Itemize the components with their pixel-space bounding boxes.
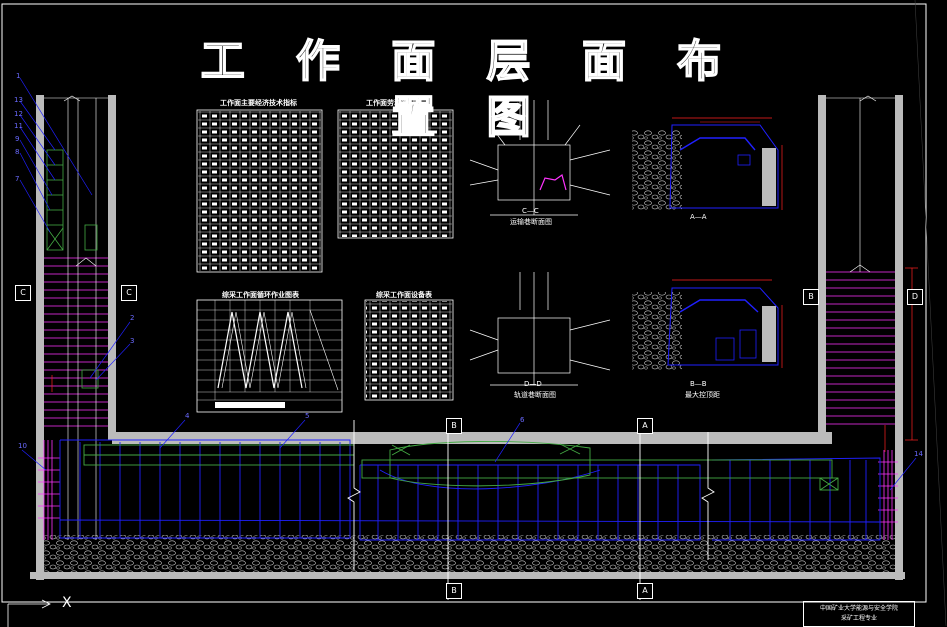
- table3-title: 综采工作面循环作业图表: [222, 291, 299, 299]
- section-cc-drawing: [469, 100, 611, 216]
- section-dd-drawing: [469, 272, 611, 386]
- section-tag-a-bottom: A: [637, 583, 653, 599]
- break-lines: [347, 420, 715, 600]
- right-roadway-lines: [826, 95, 895, 273]
- callout-14: 14: [914, 450, 923, 458]
- title-block: 中国矿业大学能源与安全学院 采矿工程专业: [803, 601, 915, 627]
- section-cc-caption: 运输巷断面图: [510, 218, 552, 226]
- section-tag-b-bottom: B: [446, 583, 462, 599]
- callout-10: 10: [18, 442, 27, 450]
- section-aa-label: A—A: [690, 213, 707, 221]
- ucs-axis-icon: [7, 599, 51, 627]
- left-roadway-bolts: [44, 257, 108, 427]
- callout-2: 2: [130, 314, 135, 322]
- callout-3: 3: [130, 337, 135, 345]
- section-tag-d-right: D: [907, 289, 923, 305]
- callout-1: 1: [16, 72, 21, 80]
- title-block-line2: 采矿工程专业: [840, 615, 877, 622]
- callout-9: 9: [15, 135, 20, 143]
- section-dd-label: D—D: [524, 380, 542, 388]
- callout-7: 7: [15, 175, 20, 183]
- callout-13: 13: [14, 96, 23, 104]
- section-dd-caption: 轨道巷断面图: [514, 391, 556, 399]
- table-labor-organization: [337, 109, 454, 239]
- table4-title: 综采工作面设备表: [376, 291, 432, 299]
- face-conveyor: [83, 440, 839, 491]
- table-equipment-list: [364, 299, 454, 401]
- left-roadway-equipment: [46, 149, 99, 389]
- section-tag-c-right: C: [121, 285, 137, 301]
- section-bb-caption: 最大控顶距: [685, 391, 720, 399]
- goaf-rock: [44, 535, 895, 573]
- section-tag-d-left: B: [803, 289, 819, 305]
- section-bb-drawing: [632, 279, 783, 370]
- hydraulic-supports: [59, 439, 881, 541]
- right-dimension-lines: [51, 267, 918, 452]
- callout-leaders: [19, 77, 917, 491]
- callout-12: 12: [14, 110, 23, 118]
- face-end-bolts: [38, 440, 898, 540]
- right-roadway-bolts: [826, 271, 895, 425]
- table-technical-indices: [196, 109, 323, 273]
- table1-title: 工作面主要经济技术指标: [220, 99, 297, 107]
- section-aa-drawing: [632, 117, 783, 210]
- section-cc-label: C—C: [522, 207, 539, 215]
- callout-4: 4: [185, 412, 190, 420]
- title-block-line1: 中国矿业大学能源与安全学院: [819, 605, 898, 612]
- callout-8: 8: [15, 148, 20, 156]
- section-tag-b-top: B: [446, 418, 462, 434]
- drawing-border: [1, 3, 927, 603]
- callout-6: 6: [520, 416, 525, 424]
- section-bb-label: B—B: [690, 380, 707, 388]
- drawing-title: 工 作 面 层 面 布 置 图: [200, 35, 740, 144]
- callout-11: 11: [14, 122, 23, 130]
- ucs-x-label: X: [62, 595, 72, 611]
- callout-5: 5: [305, 412, 310, 420]
- table-cycle-chart: [196, 299, 343, 413]
- section-tag-c-left: C: [15, 285, 31, 301]
- section-tag-a-top: A: [637, 418, 653, 434]
- table2-title: 工作面劳动组织表: [366, 99, 422, 107]
